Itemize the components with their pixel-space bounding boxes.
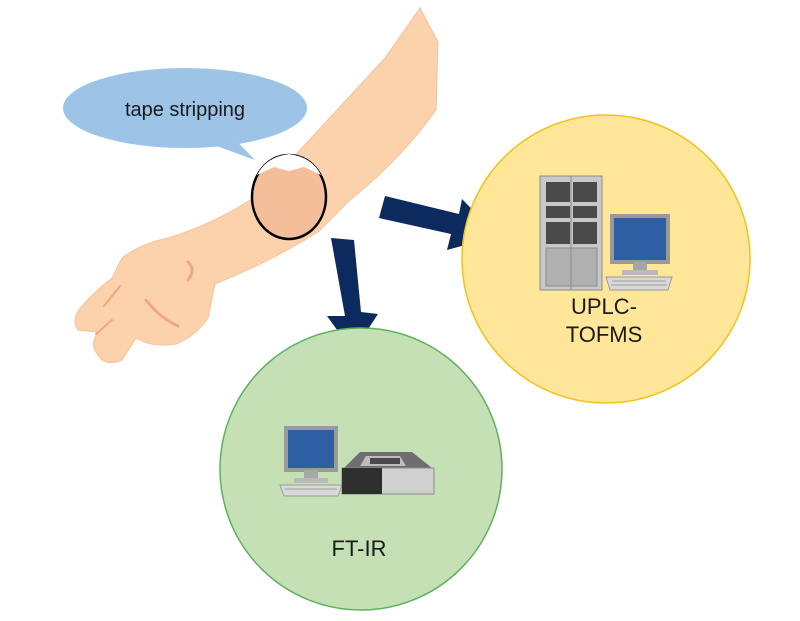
uplc-label-line1: UPLC- [571,294,637,319]
tape-patch-icon [250,153,328,241]
ftir-node: FT-IR [219,327,503,611]
desktop-computer-icon [279,426,343,497]
desktop-computer-icon [605,214,673,291]
arrow-to-ftir [327,238,378,352]
arm-illustration [74,7,439,364]
chromatography-instrument-icon [539,175,603,291]
speech-bubble: tape stripping [63,68,307,160]
uplc-tofms-node: UPLC- TOFMS [461,114,751,404]
ftir-spectrometer-icon [341,452,435,495]
ftir-label: FT-IR [332,536,387,561]
bubble-text: tape stripping [125,99,245,121]
uplc-label-line2: TOFMS [566,322,643,347]
